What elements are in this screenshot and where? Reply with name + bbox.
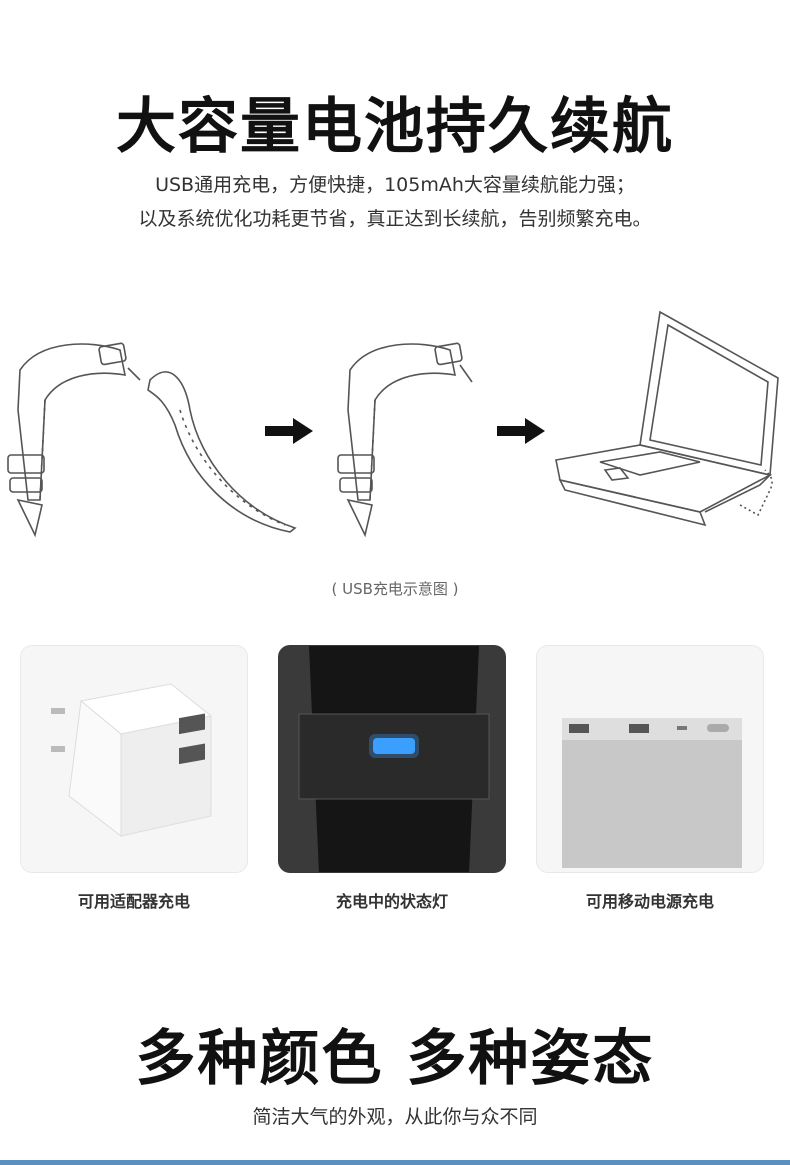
battery-title: 大容量电池持久续航 [116, 92, 674, 162]
status-light-card-label: 充电中的状态灯 [335, 892, 448, 911]
diagram-caption: ( USB充电示意图 ) [331, 580, 459, 598]
battery-desc-line-1: USB通用充电，方便快捷，105mAh大容量续航能力强； [155, 174, 635, 196]
power-bank-card [536, 645, 764, 873]
arrow-right-icon-2 [497, 418, 545, 444]
laptop-illustration [555, 310, 779, 527]
colors-description: 简洁大气的外观，从此你与众不同 [252, 1106, 538, 1128]
wall-adapter-icon [21, 646, 247, 872]
power-bank-card-label: 可用移动电源充电 [585, 892, 714, 911]
arrow-right-icon-1 [265, 418, 313, 444]
charging-indicator-icon [279, 646, 505, 872]
battery-desc-line-2: 以及系统优化功耗更节省，真正达到长续航，告别频繁充电。 [138, 208, 652, 230]
usb-charging-diagram [7, 310, 779, 538]
bottom-divider [0, 1160, 790, 1165]
colors-title: 多种颜色 多种姿态 [135, 1024, 655, 1094]
band-detached-illustration [7, 342, 297, 538]
power-bank-icon [537, 646, 763, 872]
battery-description: USB通用充电，方便快捷，105mAh大容量续航能力强； 以及系统优化功耗更节省… [0, 168, 790, 236]
adapter-card-label: 可用适配器充电 [77, 892, 190, 911]
band-joined-illustration [337, 342, 473, 538]
adapter-card [20, 645, 248, 873]
status-light-card [278, 645, 506, 873]
